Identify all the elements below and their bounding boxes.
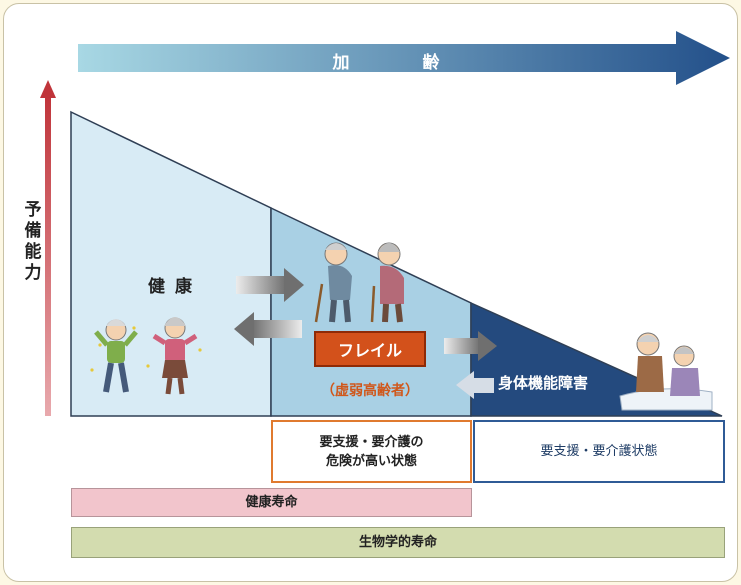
caregiver-bed-icon [619,332,713,411]
frailty-box: フレイル [314,331,426,367]
risk-state-box: 要支援・要介護の 危険が高い状態 [271,420,472,483]
healthy-label: 健康 [148,277,202,297]
frailty-label: フレイル [337,341,402,360]
elderly-couple-canes-icon [314,242,404,323]
biological-life-label: 生物学的寿命 [358,535,437,550]
arrow-healthy-to-frailty [236,268,304,302]
arrow-disability-to-frailty [456,371,494,399]
arrow-frailty-to-disability [444,331,497,361]
risk-state-label: 要支援・要介護の 危険が高い状態 [319,434,424,469]
biological-life-bar: 生物学的寿命 [71,527,725,558]
aging-label: 加 齢 [332,53,468,73]
reserve-capacity-arrow [40,80,56,416]
reserve-capacity-label: 予備能力 [24,200,42,283]
elderly-couple-happy-icon [90,317,202,395]
frailty-sub-label: （虚弱高齢者） [321,383,419,399]
healthy-life-label: 健康寿命 [245,495,298,510]
care-needed-label: 要支援・要介護状態 [540,444,658,459]
arrow-frailty-to-healthy [234,312,302,346]
disability-label: 身体機能障害 [498,374,589,392]
healthy-life-bar: 健康寿命 [71,488,472,517]
aging-arrow [78,31,730,85]
care-needed-box: 要支援・要介護状態 [473,420,725,483]
